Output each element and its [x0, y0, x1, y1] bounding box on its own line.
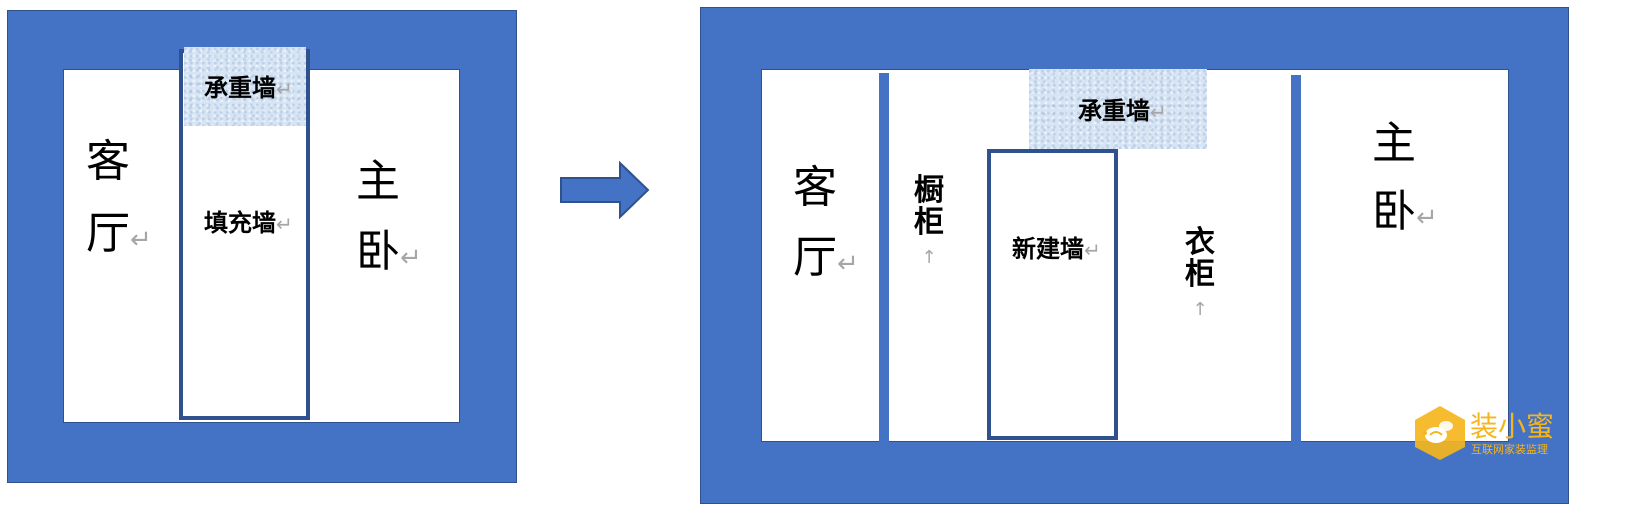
after-cabinet-label: 橱柜↑ [914, 173, 944, 268]
after-new-wall-label: 新建墙↵ [1012, 235, 1101, 263]
after-wardrobe-label: 衣柜↑ [1185, 225, 1215, 320]
before-bearing-wall-label: 承重墙↵ [204, 74, 293, 102]
before-living-room-label-2: 厅↵ [86, 208, 152, 259]
bee-logo-icon [1415, 406, 1465, 460]
before-master-bedroom-label-1: 主 [356, 156, 400, 207]
before-filler-wall-label: 填充墙↵ [204, 209, 293, 237]
before-living-room-label-1: 客 [86, 136, 130, 187]
logo-tagline: 互联网家装监理 [1471, 443, 1548, 456]
after-wardrobe-partition [1291, 75, 1301, 442]
after-bearing-wall-label: 承重墙↵ [1078, 97, 1167, 125]
logo-name: 装小蜜 [1470, 410, 1555, 443]
after-cabinet-partition [879, 73, 889, 442]
after-bearing-wall [1029, 69, 1207, 149]
before-bearing-wall [184, 47, 306, 126]
after-master-bedroom-label-2: 卧↵ [1372, 186, 1438, 237]
transition-arrow-icon [560, 160, 650, 220]
after-new-wall [987, 149, 1118, 440]
before-master-bedroom-label-2: 卧↵ [356, 226, 422, 277]
after-living-room-label-1: 客 [793, 162, 837, 213]
after-living-room-label-2: 厅↵ [793, 232, 859, 283]
after-master-bedroom-label-1: 主 [1372, 118, 1416, 169]
